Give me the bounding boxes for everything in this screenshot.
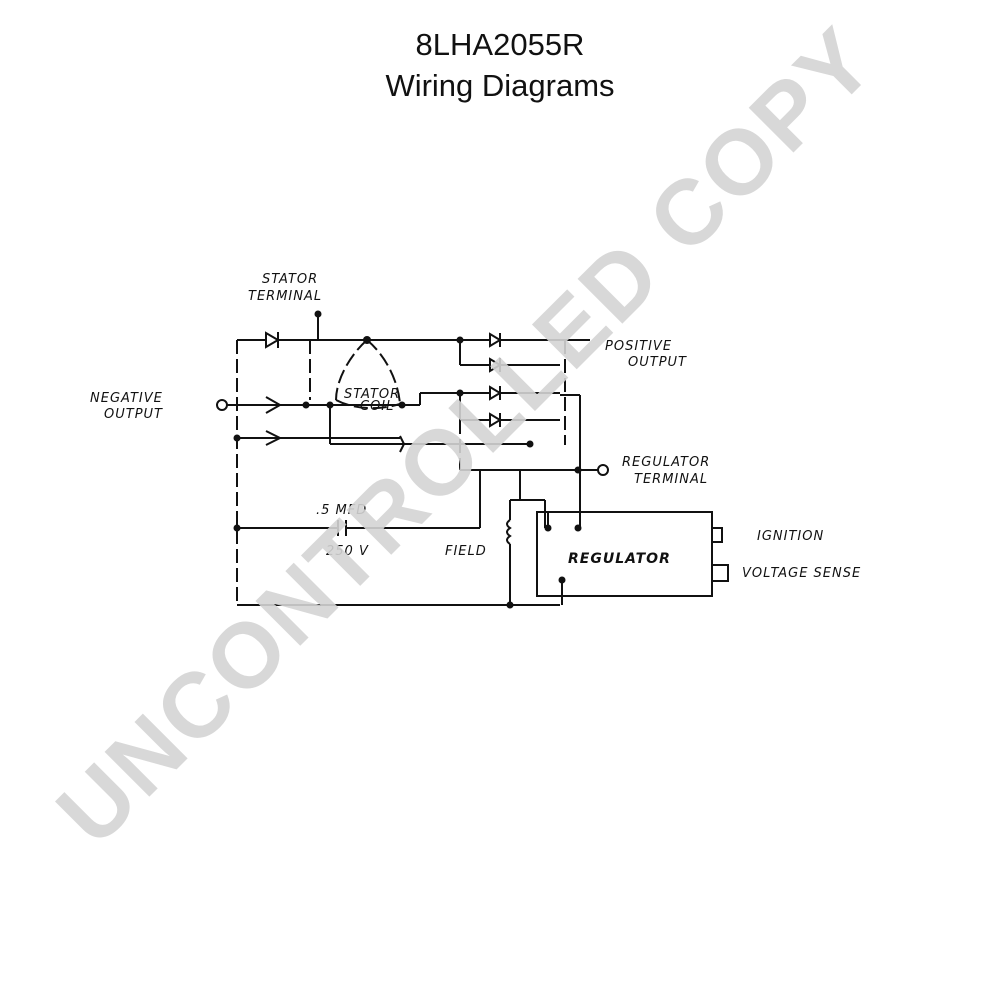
regulator-box <box>536 511 713 597</box>
regulator-terminal-label-1: REGULATOR <box>622 455 710 470</box>
regulator-terminal <box>597 464 609 476</box>
stator-coil-label-1: STATOR <box>344 387 400 402</box>
stator-coil-left <box>335 339 368 401</box>
field-coil <box>506 519 512 545</box>
stator-terminal-dot <box>314 310 322 318</box>
regulator-label: REGULATOR <box>568 551 671 567</box>
field-label: FIELD <box>445 544 487 559</box>
diode-negative-middle <box>265 396 283 414</box>
negative-output-label-2: OUTPUT <box>104 407 163 422</box>
stator-coil-right <box>366 339 401 405</box>
positive-output-label-1: POSITIVE <box>605 339 672 354</box>
diagram-subtitle: Wiring Diagrams <box>385 68 615 103</box>
capacitor-value-label: .5 MFD <box>316 503 367 518</box>
stator-terminal-label-1: STATOR <box>262 272 318 287</box>
diagram-model-number: 8LHA2055R <box>415 27 585 62</box>
ignition-terminal <box>711 527 723 543</box>
negative-output-label-1: NEGATIVE <box>90 391 163 406</box>
ignition-label: IGNITION <box>757 529 824 544</box>
positive-output-label-2: OUTPUT <box>628 355 687 370</box>
voltage-sense-label: VOLTAGE SENSE <box>742 566 861 581</box>
diode-positive-1 <box>489 332 502 348</box>
capacitor-voltage-label: 250 V <box>326 544 369 559</box>
negative-output-terminal <box>216 399 228 411</box>
diode-positive-2 <box>489 357 502 373</box>
stator-terminal-label-2: TERMINAL <box>248 289 322 304</box>
diode-positive-4 <box>489 412 502 428</box>
diode-positive-3 <box>489 385 502 401</box>
diode-negative-top <box>265 331 280 349</box>
stator-coil-label-2: COIL <box>360 399 394 414</box>
regulator-terminal-label-2: TERMINAL <box>634 472 708 487</box>
diode-negative-bottom <box>265 430 283 446</box>
voltage-sense-terminal <box>711 564 729 582</box>
